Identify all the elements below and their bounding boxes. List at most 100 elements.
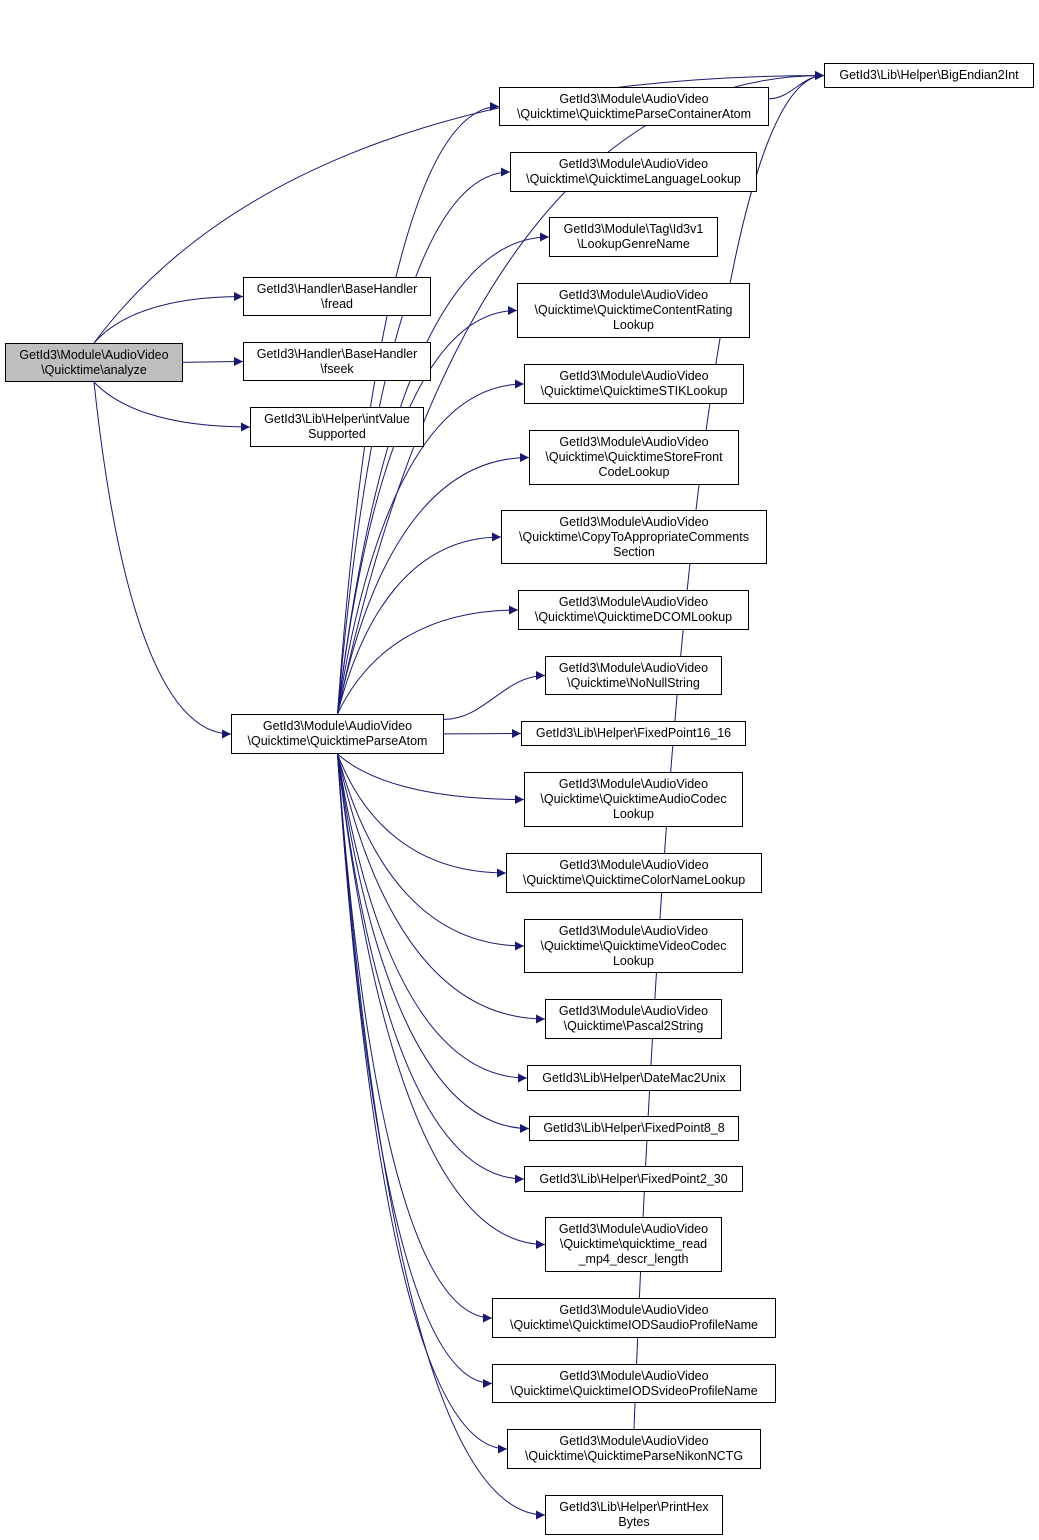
node-label: Supported	[308, 427, 366, 441]
node-label: \Quicktime\QuicktimeAudioCodec	[540, 792, 727, 806]
node-parsecontaineratom[interactable]: GetId3\Module\AudioVideo \Quicktime\Quic…	[499, 87, 769, 126]
edge-quicktimeparseatom-to-copytocomments	[337, 532, 502, 715]
node-label: GetId3\Handler\BaseHandler	[256, 281, 418, 296]
edge-quicktimeparseatom-to-nonullstring	[443, 671, 546, 720]
node-pascal2string[interactable]: GetId3\Module\AudioVideo \Quicktime\Pasc…	[545, 999, 722, 1039]
node-stiklookup[interactable]: GetId3\Module\AudioVideo \Quicktime\Quic…	[524, 364, 744, 404]
node-label: GetId3\Lib\Helper\BigEndian2Int	[839, 68, 1019, 82]
node-label: \Quicktime\QuicktimeColorNameLookup	[522, 873, 746, 887]
node-label: GetId3\Module\AudioVideo	[558, 1004, 709, 1018]
node-label: \Quicktime\QuicktimeIODSvideoProfileName	[510, 1383, 758, 1398]
node-label: GetId3\Module\AudioVideo	[559, 514, 709, 529]
node-label: GetId3\Module\AudioVideo	[558, 288, 709, 302]
node-nonullstring[interactable]: GetId3\Module\AudioVideo \Quicktime\NoNu…	[545, 656, 722, 695]
node-label: \Quicktime\QuicktimeIODSaudioProfileName	[510, 1318, 758, 1332]
node-iodsvideoprofilename[interactable]: GetId3\Module\AudioVideo \Quicktime\Quic…	[492, 1364, 776, 1403]
node-label: GetId3\Module\AudioVideo	[262, 719, 413, 733]
edge-quicktimeparseatom-to-colornamelookup	[337, 753, 507, 878]
edge-analyze-to-bigendian2int	[93, 71, 825, 344]
node-label: GetId3\Module\Tag\Id3v1	[563, 222, 704, 236]
node-readmp4descrlength[interactable]: GetId3\Module\AudioVideo \Quicktime\quic…	[545, 1217, 722, 1272]
edge-quicktimeparseatom-to-printhexbytes	[337, 753, 546, 1520]
node-fread[interactable]: GetId3\Handler\BaseHandler \fread	[243, 277, 431, 316]
node-label: Lookup	[612, 953, 654, 968]
edge-quicktimeparseatom-to-dcomlookup	[337, 605, 519, 715]
node-videocodeclookup[interactable]: GetId3\Module\AudioVideo \Quicktime\Quic…	[524, 919, 743, 973]
node-label: GetId3\Module\AudioVideo	[559, 435, 709, 449]
node-label: GetId3\Lib\Helper\FixedPoint16_16	[535, 726, 732, 740]
edge-quicktimeparseatom-to-fixedpoint8_8	[337, 753, 530, 1133]
node-label: \Quicktime\CopyToAppropriateComments	[519, 529, 749, 544]
node-iodsaudioprofilename[interactable]: GetId3\Module\AudioVideo \Quicktime\Quic…	[492, 1298, 776, 1338]
node-label: GetId3\Module\AudioVideo	[558, 595, 709, 609]
node-label: GetId3\Module\AudioVideo	[558, 923, 709, 938]
edge-quicktimeparseatom-to-videocodeclookup	[337, 753, 525, 951]
edge-quicktimeparseatom-to-stiklookup	[337, 379, 525, 715]
node-datemac2unix[interactable]: GetId3\Lib\Helper\DateMac2Unix	[527, 1065, 741, 1091]
node-label: \Quicktime\QuicktimeContentRating	[534, 303, 733, 317]
node-label: GetId3\Module\AudioVideo	[559, 369, 709, 383]
node-label: GetId3\Module\AudioVideo	[559, 1434, 709, 1448]
node-lookupgenrename[interactable]: GetId3\Module\Tag\Id3v1 \LookupGenreName	[549, 217, 718, 257]
node-label: GetId3\Module\AudioVideo	[19, 347, 169, 362]
node-label: GetId3\Lib\Helper\FixedPoint8_8	[543, 1121, 725, 1135]
node-label: GetId3\Module\AudioVideo	[558, 1222, 709, 1236]
node-label: GetId3\Module\AudioVideo	[558, 777, 709, 791]
node-label: \Quicktime\analyze	[41, 362, 147, 377]
node-label: GetId3\Handler\BaseHandler	[256, 346, 418, 361]
node-label: \LookupGenreName	[577, 237, 690, 251]
node-label: GetId3\Module\AudioVideo	[559, 1368, 709, 1383]
edge-quicktimeparseatom-to-audiocodeclookup	[337, 753, 525, 804]
node-fseek[interactable]: GetId3\Handler\BaseHandler \fseek	[243, 342, 431, 381]
node-label: GetId3\Module\AudioVideo	[559, 91, 709, 106]
node-label: \Quicktime\quicktime_read	[559, 1237, 708, 1251]
node-label: \Quicktime\QuicktimeDCOMLookup	[534, 610, 733, 624]
node-label: GetId3\Lib\Helper\DateMac2Unix	[542, 1070, 726, 1085]
edge-analyze-to-intvaluesupported	[93, 381, 251, 432]
node-storefrontcodelookup[interactable]: GetId3\Module\AudioVideo \Quicktime\Quic…	[529, 430, 739, 485]
node-label: \fseek	[320, 361, 354, 376]
node-languagelookup[interactable]: GetId3\Module\AudioVideo \Quicktime\Quic…	[510, 152, 757, 192]
edge-quicktimeparseatom-to-languagelookup	[337, 167, 511, 715]
node-label: Bytes	[618, 1515, 650, 1529]
edge-quicktimeparseatom-to-iodsaudioprofilename	[337, 753, 493, 1323]
node-label: GetId3\Module\AudioVideo	[559, 858, 709, 872]
node-colornamelookup[interactable]: GetId3\Module\AudioVideo \Quicktime\Quic…	[506, 853, 762, 893]
edge-quicktimeparseatom-to-parsenikonnctg	[337, 753, 508, 1454]
edge-analyze-to-fread	[93, 292, 244, 344]
node-label: \fread	[321, 296, 353, 311]
edge-quicktimeparseatom-to-storefrontcodelookup	[337, 453, 530, 715]
edge-quicktimeparseatom-to-pascal2string	[337, 753, 546, 1024]
node-dcomlookup[interactable]: GetId3\Module\AudioVideo \Quicktime\Quic…	[518, 590, 749, 630]
edge-quicktimeparseatom-to-fixedpoint2_30	[337, 753, 525, 1184]
node-analyze: GetId3\Module\AudioVideo \Quicktime\anal…	[5, 343, 183, 382]
node-label: Lookup	[612, 318, 654, 332]
node-fixedpoint2_30[interactable]: GetId3\Lib\Helper\FixedPoint2_30	[524, 1166, 743, 1192]
node-label: CodeLookup	[598, 465, 670, 479]
node-copytocomments[interactable]: GetId3\Module\AudioVideo \Quicktime\Copy…	[501, 510, 767, 564]
node-label: Lookup	[612, 807, 654, 821]
node-contentratinglookup[interactable]: GetId3\Module\AudioVideo \Quicktime\Quic…	[517, 283, 750, 338]
edge-quicktimeparseatom-to-iodsvideoprofilename	[337, 753, 493, 1388]
node-label: \Quicktime\QuicktimeParseContainerAtom	[516, 106, 752, 121]
node-fixedpoint8_8[interactable]: GetId3\Lib\Helper\FixedPoint8_8	[529, 1116, 739, 1141]
edge-quicktimeparseatom-to-readmp4descrlength	[337, 753, 546, 1249]
node-label: GetId3\Lib\Helper\intValue	[264, 412, 410, 426]
node-audiocodeclookup[interactable]: GetId3\Module\AudioVideo \Quicktime\Quic…	[524, 772, 743, 827]
node-label: \Quicktime\QuicktimeParseNikonNCTG	[524, 1449, 744, 1463]
node-label: GetId3\Lib\Helper\PrintHex	[559, 1500, 709, 1514]
node-label: \Quicktime\NoNullString	[567, 675, 700, 690]
node-label: GetId3\Lib\Helper\FixedPoint2_30	[539, 1171, 728, 1186]
node-intvaluesupported[interactable]: GetId3\Lib\Helper\intValue Supported	[250, 407, 424, 447]
edge-analyze-to-quicktimeparseatom	[93, 381, 232, 739]
node-fixedpoint16_16[interactable]: GetId3\Lib\Helper\FixedPoint16_16	[521, 721, 746, 746]
node-quicktimeparseatom[interactable]: GetId3\Module\AudioVideo \Quicktime\Quic…	[231, 714, 444, 754]
node-label: \Quicktime\QuicktimeSTIKLookup	[540, 384, 728, 398]
edge-quicktimeparseatom-to-datemac2unix	[337, 753, 528, 1083]
node-printhexbytes[interactable]: GetId3\Lib\Helper\PrintHex Bytes	[545, 1495, 723, 1535]
node-label: _mp4_descr_length	[578, 1252, 689, 1266]
node-bigendian2int[interactable]: GetId3\Lib\Helper\BigEndian2Int	[824, 63, 1034, 88]
node-parsenikonnctg[interactable]: GetId3\Module\AudioVideo \Quicktime\Quic…	[507, 1429, 761, 1469]
